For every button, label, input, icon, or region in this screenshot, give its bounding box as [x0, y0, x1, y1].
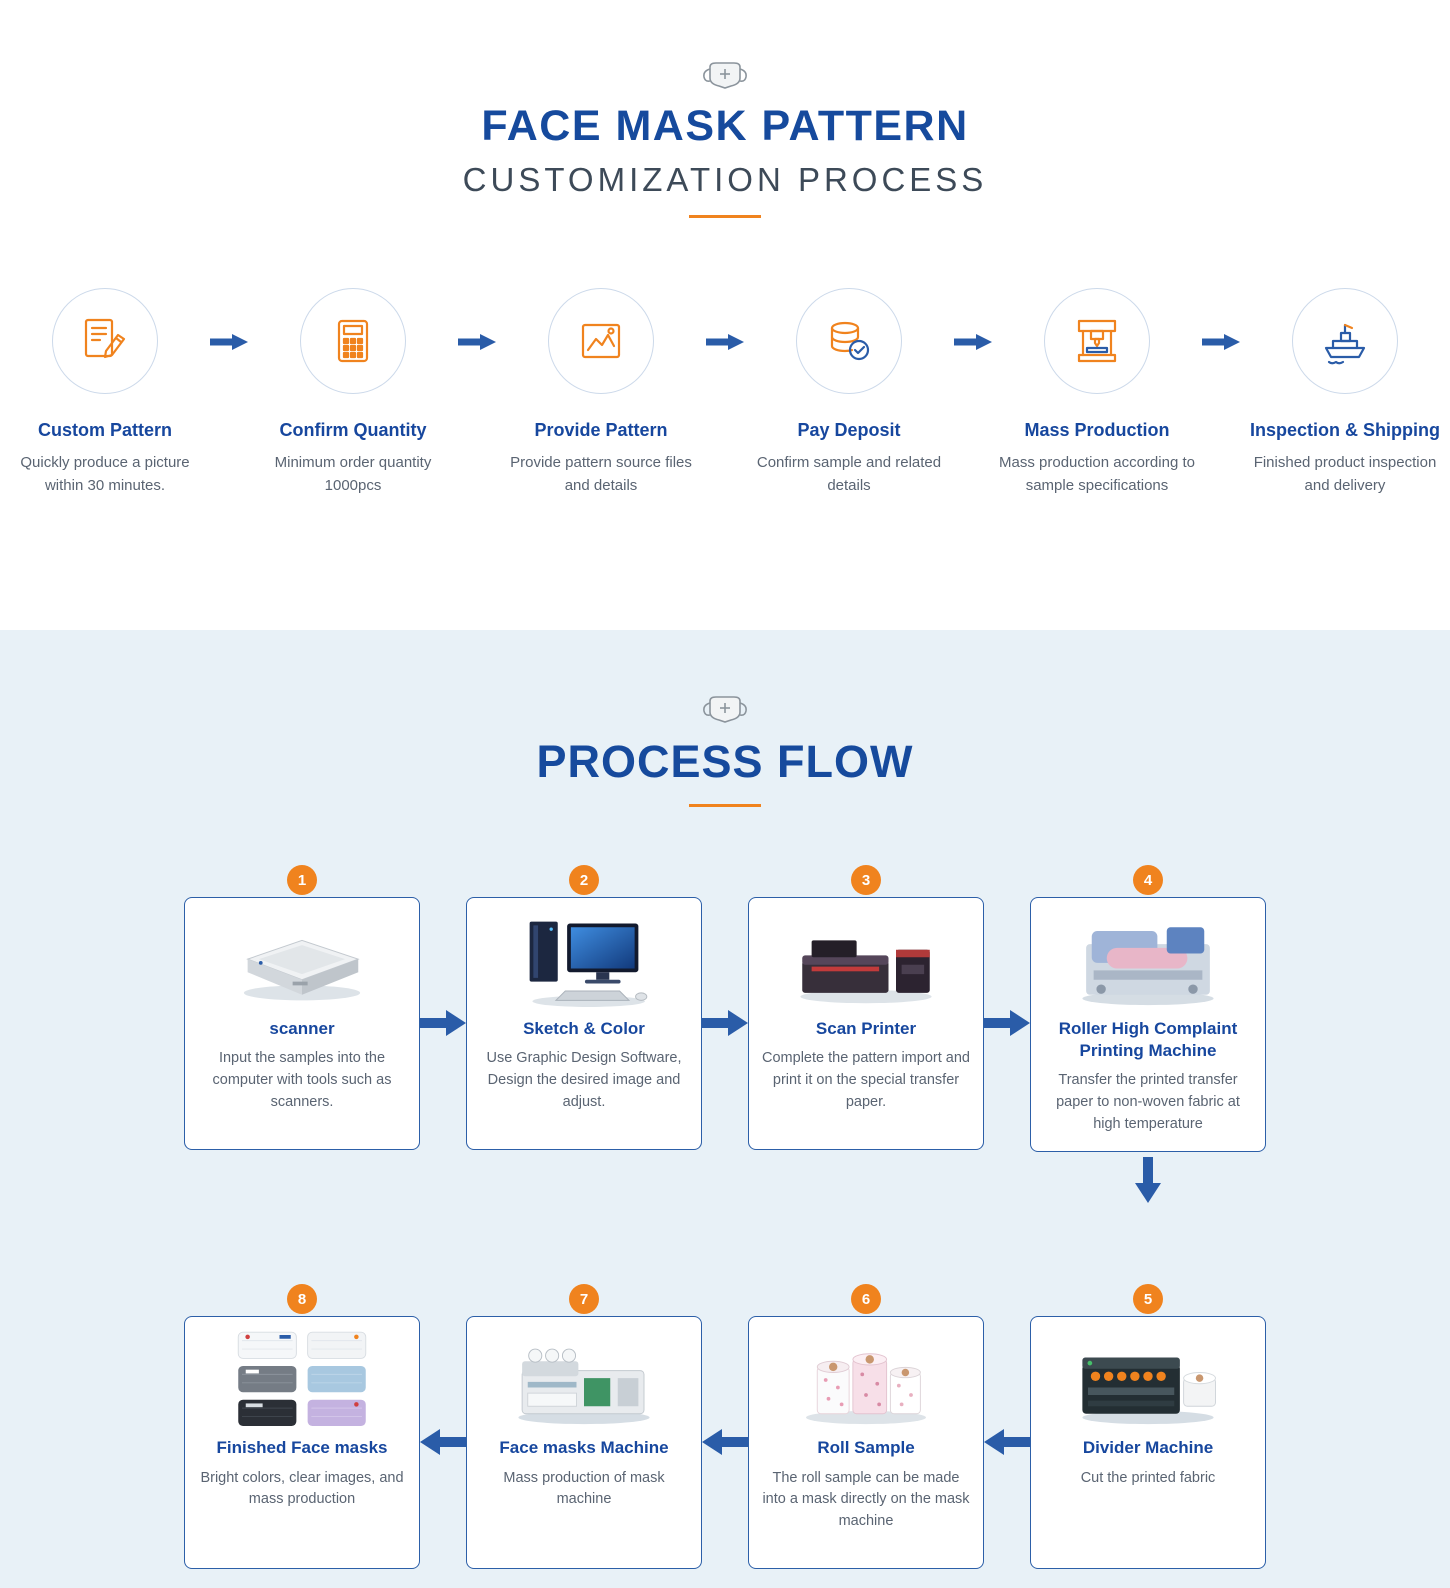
step-number-badge: 3	[851, 865, 881, 895]
face-mask-icon	[0, 58, 1450, 94]
card-title: Sketch & Color	[523, 1019, 645, 1038]
cargo-ship-icon	[1292, 288, 1398, 394]
step-title: Confirm Quantity	[279, 420, 427, 440]
step-title: Custom Pattern	[37, 420, 172, 440]
card-title: Roller High Complaint Printing Machine	[1058, 1019, 1238, 1061]
flow-card: Sketch & Color Use Graphic Design Softwa…	[466, 897, 702, 1150]
card-title: Scan Printer	[815, 1019, 917, 1038]
picture-icon	[548, 288, 654, 394]
card-desc: Complete the pattern import and print it…	[762, 1050, 970, 1110]
arrow-right-icon	[1202, 334, 1240, 355]
flow-card: Finished Face masks Bright colors, clear…	[184, 1316, 420, 1570]
flow-card: scanner Input the samples into the compu…	[184, 897, 420, 1150]
arrow-right-icon	[984, 1010, 1030, 1041]
production-machine-icon	[1044, 288, 1150, 394]
flow-card: Roll Sample The roll sample can be made …	[748, 1316, 984, 1570]
step-pay-deposit: Pay Deposit Confirm sample and related d…	[744, 288, 954, 498]
card-scan-printer: 3 Scan Printe	[748, 865, 984, 1150]
step-number-badge: 2	[569, 865, 599, 895]
page-subtitle: CUSTOMIZATION PROCESS	[462, 161, 988, 198]
roll-sample-photo	[761, 1331, 971, 1429]
customization-process-section: FACE MASK PATTERN CUSTOMIZATION PROCESS …	[0, 0, 1450, 630]
flow-title: PROCESS FLOW	[536, 736, 914, 787]
step-desc: Mass production according to sample spec…	[999, 454, 1195, 495]
flow-card: Roller High Complaint Printing Machine T…	[1030, 897, 1266, 1153]
page-title: FACE MASK PATTERN	[481, 102, 969, 150]
card-desc: Bright colors, clear images, and mass pr…	[200, 1469, 404, 1508]
flow-card: Scan Printer Complete the pattern import…	[748, 897, 984, 1150]
card-desc: Input the samples into the computer with…	[212, 1050, 392, 1110]
card-title: Roll Sample	[817, 1438, 915, 1458]
arrow-left-icon	[702, 1429, 748, 1460]
card-scanner: 1 scanner Input th	[184, 865, 420, 1150]
arrow-right-icon	[702, 1010, 748, 1041]
step-title: Pay Deposit	[797, 420, 901, 440]
card-roller-printing-machine: 4 Roller High	[1030, 865, 1266, 1153]
step-number-badge: 4	[1133, 865, 1163, 895]
step-desc: Provide pattern source files and details	[510, 454, 692, 495]
arrow-left-icon	[420, 1429, 466, 1460]
flow-row-2: 8	[0, 1284, 1450, 1570]
step-number-badge: 5	[1133, 1284, 1163, 1315]
face-mask-icon	[0, 692, 1450, 728]
step-title: Provide Pattern	[534, 420, 668, 440]
arrow-left-icon	[984, 1429, 1030, 1460]
flow-row-1: 1 scanner Input th	[0, 865, 1450, 1153]
step-custom-pattern: Custom Pattern Quickly produce a picture…	[0, 288, 210, 498]
card-title: Face masks Machine	[499, 1438, 669, 1458]
step-number-badge: 8	[287, 1284, 317, 1315]
computer-photo	[479, 912, 689, 1010]
step-number-badge: 6	[851, 1284, 881, 1315]
card-title: Finished Face masks	[216, 1438, 388, 1458]
step-number-badge: 7	[569, 1284, 599, 1315]
flow-turn-row	[0, 1152, 1450, 1226]
scanner-photo	[197, 912, 407, 1010]
step-number-badge: 1	[287, 865, 317, 895]
arrow-right-icon	[458, 334, 496, 355]
card-sketch-color: 2	[466, 865, 702, 1150]
arrow-right-icon	[420, 1010, 466, 1041]
card-divider-machine: 5	[1030, 1284, 1266, 1570]
card-desc: The roll sample can be made into a mask …	[762, 1469, 970, 1530]
arrow-down-icon	[1135, 1157, 1161, 1208]
flow-card: Face masks Machine Mass production of ma…	[466, 1316, 702, 1570]
flow-card: Divider Machine Cut the printed fabric	[1030, 1316, 1266, 1570]
card-desc: Cut the printed fabric	[1080, 1469, 1216, 1486]
arrow-right-icon	[954, 334, 992, 355]
step-desc: Quickly produce a picture within 30 minu…	[20, 454, 190, 495]
step-title: Mass Production	[1024, 420, 1170, 440]
card-finished-masks: 8	[184, 1284, 420, 1570]
arrow-right-icon	[706, 334, 744, 355]
step-confirm-quantity: Confirm Quantity Minimum order quantity …	[248, 288, 458, 498]
step-inspection-shipping: Inspection & Shipping Finished product i…	[1240, 288, 1450, 498]
step-title: Inspection & Shipping	[1250, 420, 1440, 440]
step-desc: Confirm sample and related details	[756, 454, 942, 495]
scan-printer-photo	[761, 912, 971, 1010]
step-mass-production: Mass Production Mass production accordin…	[992, 288, 1202, 498]
card-face-mask-machine: 7	[466, 1284, 702, 1570]
card-title: scanner	[269, 1019, 335, 1038]
card-desc: Use Graphic Design Software, Design the …	[486, 1050, 682, 1110]
process-flow-section: PROCESS FLOW 1	[0, 630, 1450, 1588]
step-provide-pattern: Provide Pattern Provide pattern source f…	[496, 288, 706, 498]
card-title: Divider Machine	[1082, 1438, 1214, 1458]
finished-masks-photo	[197, 1331, 407, 1429]
arrow-right-icon	[210, 334, 248, 355]
roller-printing-machine-photo	[1043, 912, 1253, 1010]
steps-row: Custom Pattern Quickly produce a picture…	[0, 288, 1450, 498]
coins-check-icon	[796, 288, 902, 394]
step-desc: Finished product inspection and delivery	[1253, 454, 1437, 495]
orange-divider	[689, 804, 761, 807]
card-desc: Transfer the printed transfer paper to n…	[1056, 1072, 1240, 1132]
face-mask-machine-photo	[479, 1331, 689, 1429]
orange-divider	[689, 215, 761, 218]
divider-machine-photo	[1043, 1331, 1253, 1429]
calculator-icon	[300, 288, 406, 394]
document-pencil-icon	[52, 288, 158, 394]
card-roll-sample: 6	[748, 1284, 984, 1570]
step-desc: Minimum order quantity 1000pcs	[274, 454, 432, 495]
card-desc: Mass production of mask machine	[503, 1469, 665, 1508]
